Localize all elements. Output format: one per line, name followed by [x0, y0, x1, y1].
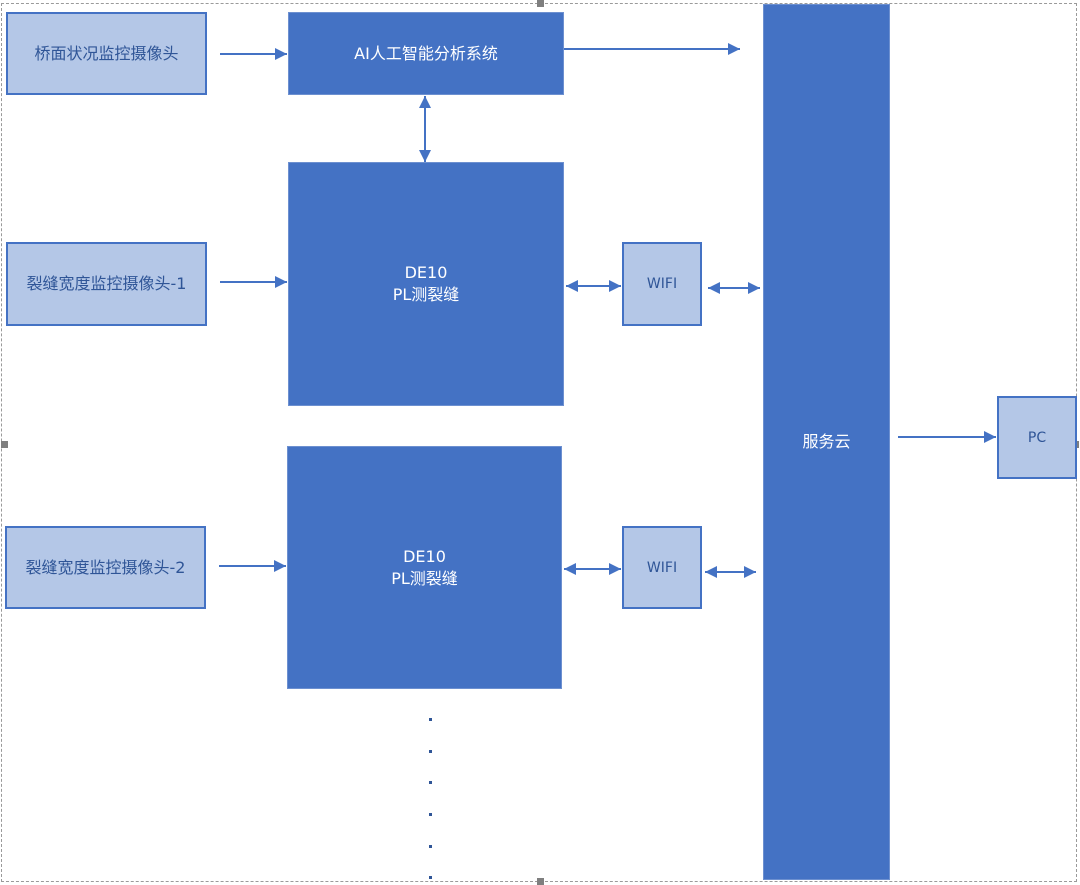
continuation-dot [429, 781, 432, 784]
continuation-dot [429, 845, 432, 848]
continuation-dot [429, 813, 432, 816]
wifi-node-1[interactable]: WIFI [622, 242, 702, 326]
wifi-node-2[interactable]: WIFI [622, 526, 702, 609]
pc-node[interactable]: PC [997, 396, 1077, 479]
de10-pl-crack-node-1[interactable]: DE10 PL测裂缝 [288, 162, 564, 406]
continuation-dot [429, 750, 432, 753]
continuation-dot [429, 876, 432, 879]
crack-width-camera-1-node[interactable]: 裂缝宽度监控摄像头-1 [6, 242, 207, 326]
resize-handle-left[interactable] [1, 441, 8, 448]
resize-handle-top[interactable] [537, 0, 544, 7]
service-cloud-node[interactable]: 服务云 [763, 4, 890, 880]
de10-pl-crack-node-2[interactable]: DE10 PL测裂缝 [287, 446, 562, 689]
ai-analysis-system-node[interactable]: AI人工智能分析系统 [288, 12, 564, 95]
continuation-dot [429, 718, 432, 721]
bridge-surface-camera-node[interactable]: 桥面状况监控摄像头 [6, 12, 207, 95]
crack-width-camera-2-node[interactable]: 裂缝宽度监控摄像头-2 [5, 526, 206, 609]
resize-handle-bottom[interactable] [537, 878, 544, 885]
